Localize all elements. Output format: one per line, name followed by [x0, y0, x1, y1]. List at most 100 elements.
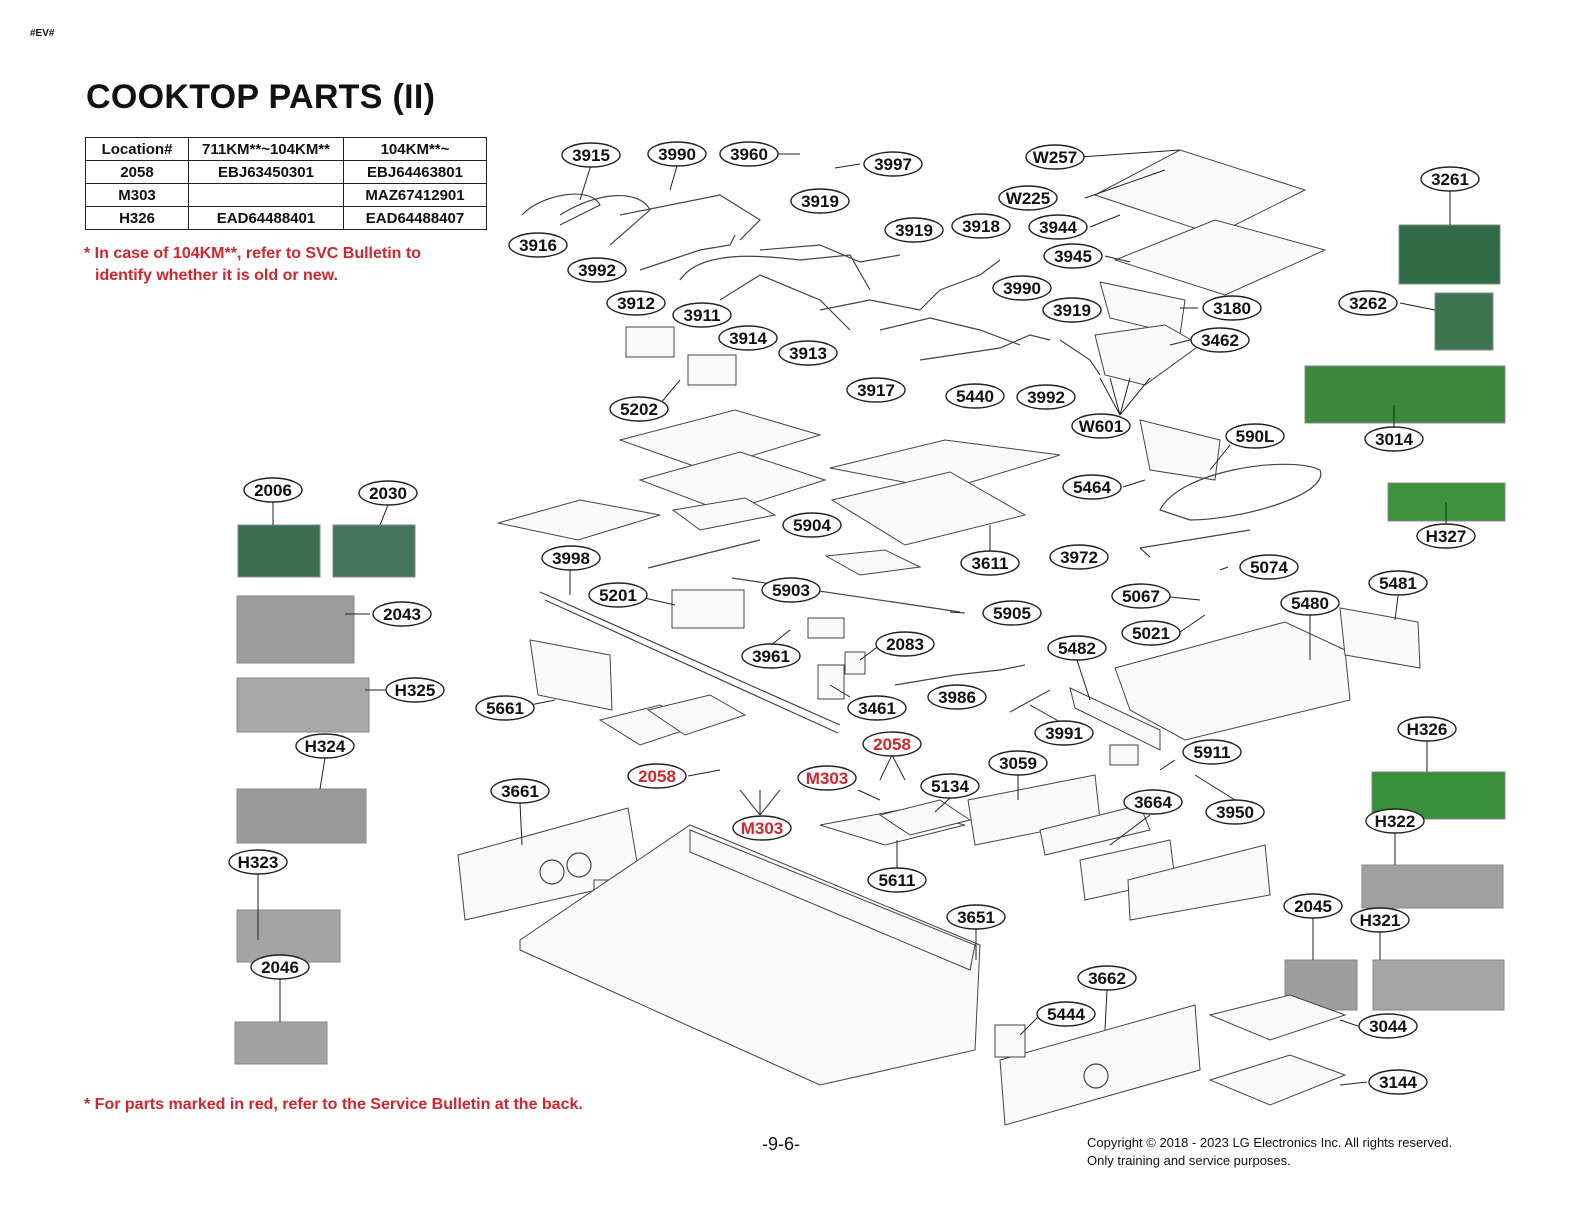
callout-bubble: [1239, 554, 1299, 580]
callout-bubble: [1283, 893, 1343, 919]
callout-3662: 3662: [1077, 965, 1137, 991]
callout-label: 5903: [772, 581, 810, 600]
leader-lines: [257, 149, 1451, 1086]
callout-bubble: [797, 765, 857, 791]
callout-bubble: [588, 582, 648, 608]
callout-label: 3916: [519, 236, 557, 255]
callout-label: W225: [1006, 189, 1050, 208]
table-header: Location#: [85, 137, 189, 161]
callout-label: 3992: [578, 261, 616, 280]
callout-label: 3664: [1134, 793, 1172, 812]
callout-3462: 3462: [1190, 327, 1250, 353]
callout-bubble: [884, 217, 944, 243]
callout-bubble: [863, 151, 923, 177]
table-cell: [188, 183, 344, 207]
callout-5904: 5904: [782, 512, 842, 538]
callout-bubble: [606, 290, 666, 316]
callout-bubble: [1028, 214, 1088, 240]
callout-bubble: [732, 815, 792, 841]
callout-3961: 3961: [741, 643, 801, 669]
callout-3950: 3950: [1205, 799, 1265, 825]
callout-bubble: [741, 643, 801, 669]
callout-5440: 5440: [945, 383, 1005, 409]
callout-label: 3990: [658, 145, 696, 164]
callout-3611: 3611: [960, 550, 1020, 576]
note-line: * In case of 104KM**, refer to SVC Bulle…: [84, 245, 421, 262]
callout-bubble: [567, 257, 627, 283]
table-row: 2058 EBJ63450301 EBJ64463801: [85, 160, 487, 184]
callout-h323: H323: [228, 849, 288, 875]
callout-w225: W225: [998, 185, 1058, 211]
callout-label: 3911: [684, 306, 721, 325]
callout-5202: 5202: [609, 396, 669, 422]
callout-label: 5464: [1073, 478, 1111, 497]
callout-3180: 3180: [1202, 295, 1262, 321]
callout-label: 3462: [1201, 331, 1239, 350]
callout-w257: W257: [1025, 144, 1085, 170]
callout-5905: 5905: [982, 600, 1042, 626]
callout-bubble: [951, 213, 1011, 239]
callout-label: H323: [238, 853, 279, 872]
location-table: Location# 711KM**~104KM** 104KM**~ 2058 …: [85, 137, 487, 230]
callout-3960: 3960: [719, 141, 779, 167]
callout-bubble: [1121, 620, 1181, 646]
callout-label: 2043: [383, 605, 421, 624]
callout-3990: 3990: [992, 275, 1052, 301]
callout-label: 3913: [789, 344, 827, 363]
table-cell: 2058: [85, 160, 189, 184]
callout-2045: 2045: [1283, 893, 1343, 919]
callout-label: H321: [1360, 911, 1401, 930]
copyright-line: Only training and service purposes.: [1087, 1153, 1291, 1168]
callout-3944: 3944: [1028, 214, 1088, 240]
callout-label: 2006: [254, 481, 292, 500]
callout-label: 3144: [1379, 1073, 1417, 1092]
callout-bubble: [627, 763, 687, 789]
callout-label: 3990: [1003, 279, 1041, 298]
callout-bubble: [1205, 799, 1265, 825]
callout-3664: 3664: [1123, 789, 1183, 815]
callout-label: 3998: [552, 549, 590, 568]
callout-label: 3261: [1431, 170, 1469, 189]
document-tag: #EV#: [30, 28, 55, 39]
callout-h322: H322: [1365, 808, 1425, 834]
callout-label: 2083: [886, 635, 924, 654]
callout-label: 5444: [1047, 1005, 1085, 1024]
callout-bubble: [1416, 523, 1476, 549]
callout-3461: 3461: [847, 695, 907, 721]
part-photos-right: [1284, 224, 1506, 1011]
page-number: -9-6-: [762, 1134, 801, 1154]
table-cell: EBJ64463801: [343, 160, 487, 184]
callout-label: 5201: [599, 586, 637, 605]
callout-bubble: [1202, 295, 1262, 321]
callout-label: 3611: [972, 554, 1009, 573]
callout-label: 5480: [1291, 594, 1329, 613]
callout-5911: 5911: [1182, 739, 1242, 765]
callout-3945: 3945: [1043, 243, 1103, 269]
callout-label: M303: [741, 819, 784, 838]
copyright: Copyright © 2018 - 2023 LG Electronics I…: [1087, 1134, 1452, 1170]
callout-label: 5440: [956, 387, 994, 406]
callout-bubble: [927, 684, 987, 710]
callout-3915: 3915: [561, 142, 621, 168]
callout-bubble: [1365, 808, 1425, 834]
callout-bubble: [561, 142, 621, 168]
callout-5067: 5067: [1111, 583, 1171, 609]
callout-label: M303: [806, 769, 849, 788]
callout-3919: 3919: [884, 217, 944, 243]
callout-3992: 3992: [567, 257, 627, 283]
callout-label: 3972: [1060, 548, 1098, 567]
callout-label: 3950: [1216, 803, 1254, 822]
callout-bubble: [782, 512, 842, 538]
callout-3144: 3144: [1368, 1069, 1428, 1095]
callout-label: 3059: [999, 754, 1037, 773]
callout-label: 2046: [261, 958, 299, 977]
callout-bubble: [508, 232, 568, 258]
callout-5482: 5482: [1047, 635, 1107, 661]
callout-3059: 3059: [988, 750, 1048, 776]
callout-bubble: [1123, 789, 1183, 815]
callout-3919: 3919: [790, 188, 850, 214]
callout-bubble: [1368, 1069, 1428, 1095]
callout-bubble: [541, 545, 601, 571]
callout-bubble: [1034, 720, 1094, 746]
callout-label: 3918: [962, 217, 1000, 236]
